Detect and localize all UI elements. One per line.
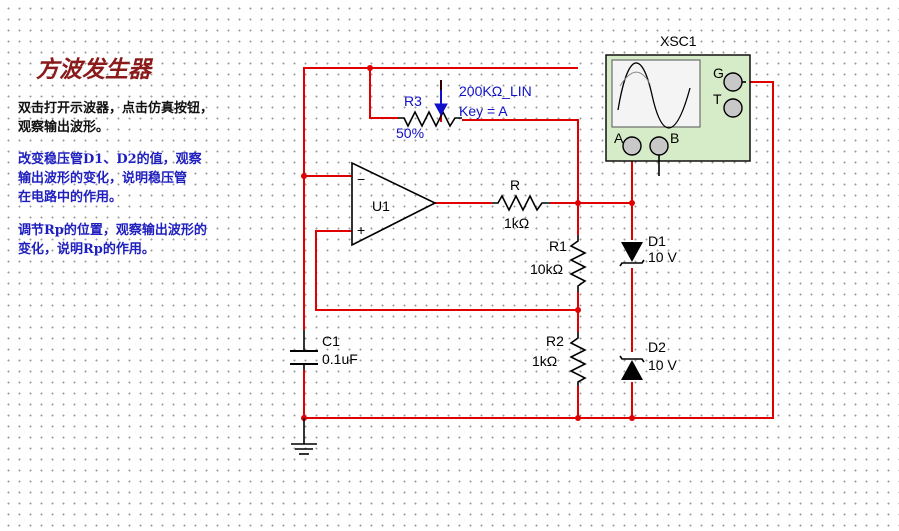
oscilloscope-screen <box>611 59 701 128</box>
opamp-minus-label: − <box>357 171 365 187</box>
r1-resistor-zigzag <box>569 235 587 292</box>
d1-diode-icon <box>621 242 643 262</box>
scope-waveform-icon <box>617 62 691 129</box>
junction-dot <box>629 200 635 206</box>
u1-name-label: U1 <box>372 198 390 214</box>
instruction-open-scope: 双击打开示波器，点击仿真按钮， 观察输出波形。 <box>18 101 214 135</box>
opamp-u1[interactable]: − + U1 <box>351 161 437 247</box>
instruction-rp-adjust: 调节Rp的位置，观察输出波形的 变化，说明Rp的作用。 <box>18 223 207 257</box>
r1-value-label: 10kΩ <box>530 261 563 277</box>
capacitor-c1[interactable]: C1 0.1uF <box>290 330 358 370</box>
wire-r3-bypass <box>369 68 398 119</box>
ground-icon <box>291 418 317 455</box>
scope-b-label: B <box>670 130 679 146</box>
r3-key-label: Key = A <box>459 103 508 119</box>
page-title: 方波发生器 <box>36 56 151 83</box>
r2-resistor-zigzag <box>569 332 587 386</box>
opamp-triangle-icon <box>351 161 437 247</box>
d1-value-label: 10 V <box>648 249 677 265</box>
r-name-label: R <box>510 177 520 193</box>
junction-dot <box>575 415 581 421</box>
r2-value-label: 1kΩ <box>532 353 557 369</box>
junction-dot <box>575 200 581 206</box>
wire-ground-rail <box>304 81 774 419</box>
d2-zener-bar <box>619 355 645 363</box>
scope-g-label: G <box>713 65 724 81</box>
r2-name-label: R2 <box>546 333 564 349</box>
scope-terminal-g[interactable] <box>723 72 743 92</box>
scope-terminal-t[interactable] <box>723 98 743 118</box>
scope-a-label: A <box>614 130 624 146</box>
r1-name-label: R1 <box>549 238 567 254</box>
wire-r3-right <box>462 119 579 203</box>
potentiometer-r3[interactable]: R3 50% 200KΩ_LIN Key = A <box>396 80 532 141</box>
junction-dot <box>367 65 373 71</box>
d2-name-label: D2 <box>648 339 666 355</box>
resistor-r[interactable]: R 1kΩ <box>492 177 550 231</box>
scope-waveform-ghost-icon <box>619 71 651 87</box>
d1-name-label: D1 <box>648 233 666 249</box>
junction-dot <box>301 173 307 179</box>
d1-zener-bar <box>619 259 645 267</box>
c1-name-label: C1 <box>322 333 340 349</box>
d2-diode-icon <box>621 360 643 380</box>
r3-resistor-zigzag <box>398 110 462 128</box>
wire-noninv-feedback <box>315 230 578 311</box>
wire-left-rail <box>303 67 578 330</box>
d2-value-label: 10 V <box>648 357 677 373</box>
r3-value-label: 200KΩ_LIN <box>459 83 532 99</box>
scope-t-label: T <box>713 91 722 107</box>
resistor-r2[interactable]: R2 1kΩ <box>532 332 587 386</box>
r-resistor-zigzag <box>492 194 550 212</box>
instruction-zener-change: 改变稳压管D1、D2的值，观察 输出波形的变化，说明稳压管 在电路中的作用。 <box>18 152 202 205</box>
scope-terminal-b[interactable] <box>649 136 669 156</box>
c1-value-label: 0.1uF <box>322 351 358 367</box>
r3-percent-label: 50% <box>396 125 424 141</box>
junction-dot <box>629 415 635 421</box>
r3-name-label: R3 <box>404 93 422 109</box>
resistor-r1[interactable]: R1 10kΩ <box>530 235 587 292</box>
oscilloscope-xsc1[interactable]: XSC1 G T A B <box>605 33 751 176</box>
junction-dot <box>575 307 581 313</box>
opamp-plus-label: + <box>357 222 365 238</box>
zener-diode-d2[interactable]: D2 10 V <box>619 339 677 380</box>
r-value-label: 1kΩ <box>504 215 529 231</box>
xsc1-name-label: XSC1 <box>660 33 697 49</box>
zener-diode-d1[interactable]: D1 10 V <box>619 233 677 267</box>
scope-terminal-a[interactable] <box>622 136 642 156</box>
